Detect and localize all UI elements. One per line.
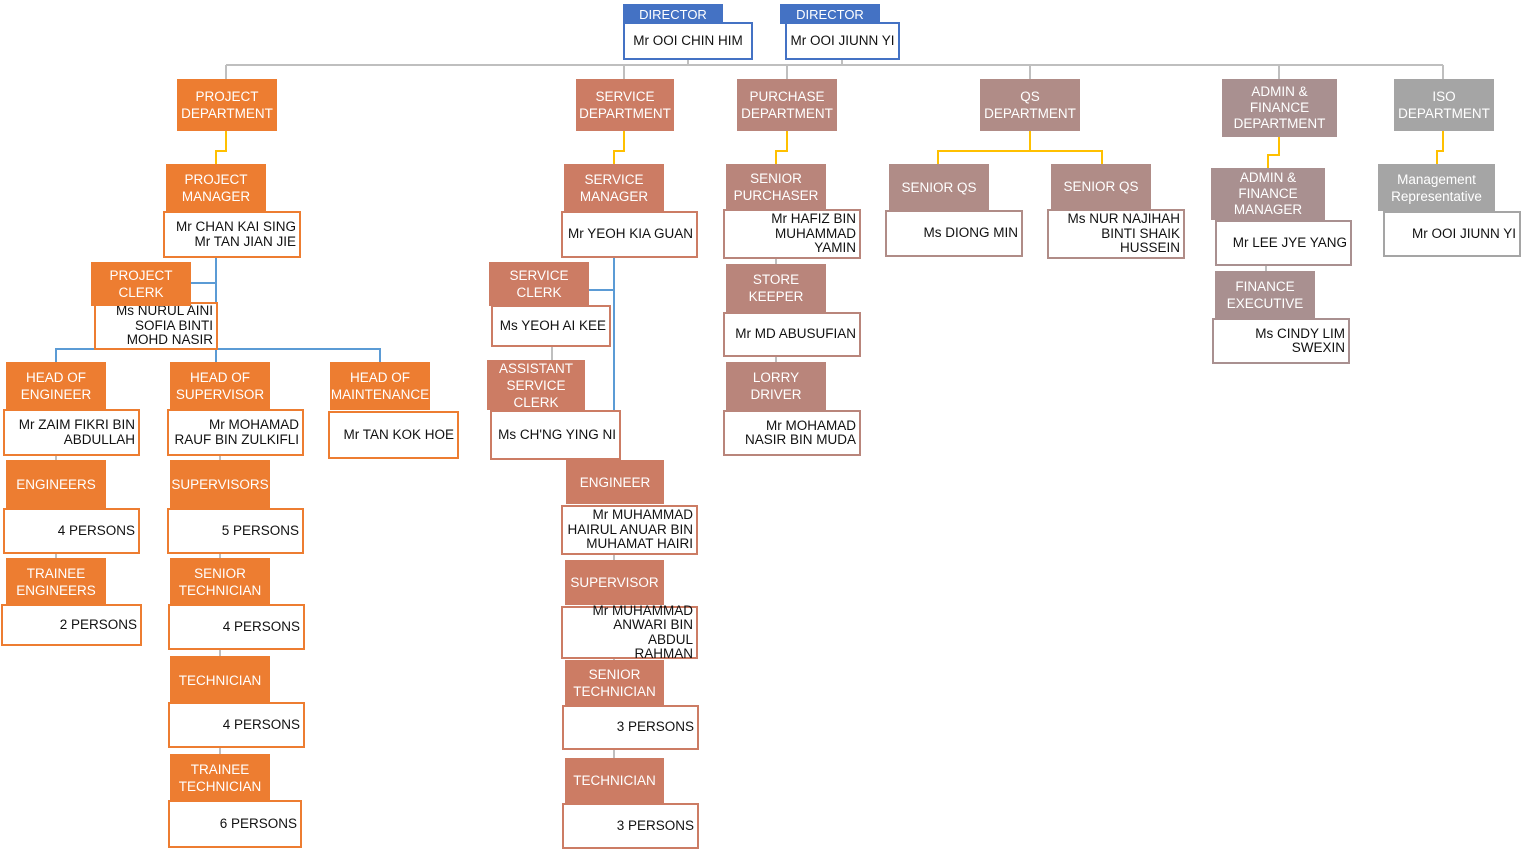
role-label-project-manager: PROJECT MANAGER (166, 164, 266, 212)
person-name-box: Mr MUHAMMAD ANWARI BIN ABDUL RAHMAN (561, 603, 698, 661)
person-name-box: Ms CINDY LIM SWEXIN (1212, 318, 1350, 364)
role-label-engineer: ENGINEER (566, 460, 664, 504)
role-label-service-clerk: SERVICE CLERK (489, 262, 589, 306)
role-label-engineers: ENGINEERS (6, 460, 106, 508)
yellow-connectors (215, 131, 1444, 168)
gray-connectors (55, 60, 1444, 758)
person-name-box: Mr OOI JIUNN YI (1383, 211, 1521, 257)
role-label-senior-qs: SENIOR QS (1051, 164, 1151, 209)
person-name-box: 5 PERSONS (167, 508, 304, 554)
role-label-admin-finance-manager: ADMIN & FINANCE MANAGER (1211, 168, 1325, 220)
person-name-box: Mr ZAIM FIKRI BIN ABDULLAH (3, 409, 140, 456)
person-name-box: Mr MOHAMAD RAUF BIN ZULKIFLI (167, 409, 304, 456)
person-name-box: Ms CH'NG YING NI (490, 410, 621, 460)
person-name-box: 6 PERSONS (168, 800, 302, 848)
person-name-box: 4 PERSONS (3, 508, 140, 554)
person-name-box: Mr TAN KOK HOE (328, 411, 459, 459)
role-label-supervisors: SUPERVISORS (170, 460, 270, 508)
role-label-senior-qs: SENIOR QS (889, 164, 989, 210)
role-label-lorry-driver: LORRY DRIVER (726, 362, 826, 410)
role-label-head-of-maintenance: HEAD OF MAINTENANCE (330, 362, 430, 410)
person-name-box: 2 PERSONS (1, 604, 142, 646)
role-label-senior-technician: SENIOR TECHNICIAN (170, 558, 270, 606)
person-name-box: 3 PERSONS (562, 803, 699, 849)
role-label-director: DIRECTOR (623, 4, 723, 24)
person-name-box: Mr HAFIZ BIN MUHAMMAD YAMIN (723, 209, 861, 259)
person-name-box: Mr OOI CHIN HIM (623, 22, 753, 60)
person-name-box: Ms NUR NAJIHAH BINTI SHAIK HUSSEIN (1047, 209, 1185, 259)
role-label-service-manager: SERVICE MANAGER (564, 164, 664, 212)
role-label-trainee-engineers: TRAINEE ENGINEERS (6, 558, 106, 606)
person-name-box: Mr OOI JIUNN YI (785, 22, 900, 60)
role-label-iso-department: ISO DEPARTMENT (1394, 79, 1494, 131)
role-label-service-department: SERVICE DEPARTMENT (576, 79, 674, 131)
person-name-box: 4 PERSONS (168, 604, 305, 650)
role-label-management-representative: Management Representative (1378, 164, 1495, 211)
person-name-box: Mr MUHAMMAD HAIRUL ANUAR BIN MUHAMAT HAI… (561, 505, 698, 555)
role-label-admin-finance-department: ADMIN & FINANCE DEPARTMENT (1222, 79, 1337, 137)
person-name-box: Mr CHAN KAI SING Mr TAN JIAN JIE (163, 211, 301, 258)
role-label-senior-technician: SENIOR TECHNICIAN (565, 660, 664, 705)
person-name-box: Mr MOHAMAD NASIR BIN MUDA (723, 410, 861, 456)
role-label-purchase-department: PURCHASE DEPARTMENT (737, 79, 837, 131)
role-label-qs-department: QS DEPARTMENT (980, 79, 1080, 131)
person-name-box: Mr YEOH KIA GUAN (561, 211, 698, 258)
role-label-supervisor: SUPERVISOR (565, 560, 664, 605)
role-label-head-of-engineer: HEAD OF ENGINEER (6, 362, 106, 410)
role-label-technician: TECHNICIAN (170, 656, 270, 704)
role-label-head-of-supervisor: HEAD OF SUPERVISOR (170, 362, 270, 410)
person-name-box: Ms NURUL AINI SOFIA BINTI MOHD NASIR (94, 302, 218, 350)
role-label-senior-purchaser: SENIOR PURCHASER (726, 164, 826, 209)
person-name-box: 3 PERSONS (562, 705, 699, 750)
role-label-finance-executive: FINANCE EXECUTIVE (1215, 271, 1315, 318)
person-name-box: Ms YEOH AI KEE (491, 305, 611, 347)
person-name-box: Mr MD ABUSUFIAN (723, 312, 861, 357)
role-label-project-clerk: PROJECT CLERK (91, 262, 191, 306)
role-label-director: DIRECTOR (780, 4, 880, 24)
person-name-box: Ms DIONG MIN (885, 210, 1023, 257)
person-name-box: 4 PERSONS (168, 702, 305, 748)
role-label-assistant-service-clerk: ASSISTANT SERVICE CLERK (487, 360, 585, 410)
person-name-box: Mr LEE JYE YANG (1215, 220, 1352, 266)
role-label-project-department: PROJECT DEPARTMENT (177, 79, 277, 131)
role-label-trainee-technician: TRAINEE TECHNICIAN (170, 754, 270, 802)
role-label-technician: TECHNICIAN (565, 758, 664, 803)
role-label-store-keeper: STORE KEEPER (726, 264, 826, 312)
